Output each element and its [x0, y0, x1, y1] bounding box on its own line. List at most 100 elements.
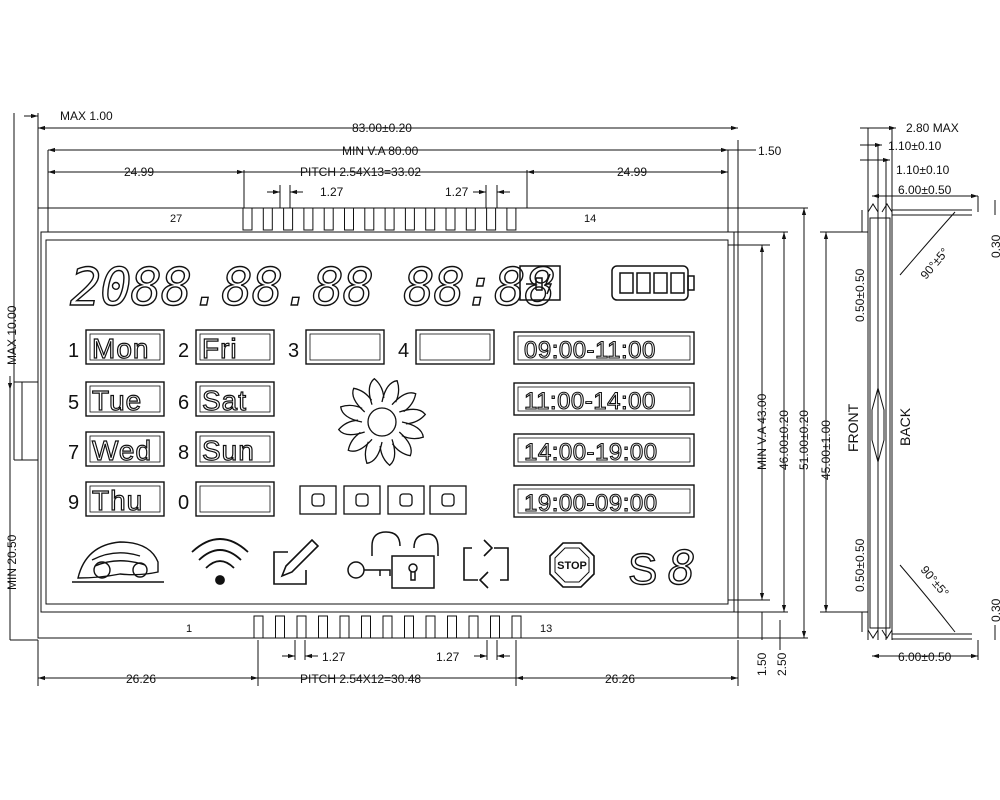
refresh-icon	[463, 539, 509, 589]
bottom-pin	[404, 615, 414, 639]
dim-right-2626: 26.26	[605, 672, 635, 686]
time-label: 09:00-11:00	[524, 337, 656, 364]
day-number: 3	[288, 340, 299, 362]
indicator-squares	[299, 485, 467, 515]
top-pin	[384, 207, 395, 231]
bottom-pin	[339, 615, 350, 639]
day-frame	[85, 329, 165, 365]
day-cell: 3	[288, 329, 385, 365]
day-frame-inner	[199, 333, 271, 361]
dim-right-2499: 24.99	[617, 165, 647, 179]
day-frame	[195, 481, 275, 517]
top-pin	[262, 207, 273, 231]
bottom-pin	[361, 615, 371, 639]
bottom-pin	[275, 615, 285, 639]
top-pin	[445, 207, 456, 231]
fan-blade	[337, 419, 365, 436]
day-frame	[195, 381, 275, 417]
day-number: 4	[398, 340, 409, 362]
day-label: Sat	[202, 385, 247, 416]
day-number: 9	[68, 492, 79, 514]
wifi-icon	[191, 538, 249, 585]
mower-icon	[72, 541, 164, 583]
pin-label-14: 14	[584, 213, 596, 225]
day-cell: 4	[398, 329, 495, 365]
dim-max-1: MAX 1.00	[60, 109, 113, 123]
dim-pin-127-d: 1.27	[436, 650, 460, 664]
day-frame	[85, 381, 165, 417]
stop-label: STOP	[557, 560, 587, 572]
plug-charge-icon	[519, 265, 561, 301]
day-frame	[195, 431, 275, 467]
day-label: Wed	[92, 435, 152, 466]
fan-blade	[391, 431, 412, 457]
dim-side-110-b: 1.10±0.10	[896, 163, 950, 177]
bottom-pin	[468, 615, 479, 639]
fan-blade	[339, 404, 363, 423]
fan-blade	[368, 377, 385, 405]
time-frame	[513, 331, 695, 365]
dim-side-110-a: 1.10±0.10	[888, 139, 942, 153]
fan-blade	[399, 408, 427, 425]
dim-min-2050: MIN 20.50	[5, 534, 19, 590]
bottom-pin	[511, 615, 522, 639]
bottom-pin	[382, 615, 393, 639]
bottom-pin	[490, 615, 500, 639]
day-number: 2	[178, 340, 189, 362]
dim-height-51: 51.00±0.20	[797, 410, 811, 470]
time-slot: 11:00-14:00	[513, 382, 695, 416]
day-frame-inner	[199, 485, 271, 513]
top-pin	[364, 207, 375, 231]
time-slots: 09:00-11:0011:00-14:0014:00-19:0019:00-0…	[513, 331, 695, 518]
time-frame-inner	[517, 488, 691, 514]
day-number: 0	[178, 492, 189, 514]
dim-overall-width: 83.00±0.20	[352, 121, 412, 135]
top-pin	[404, 207, 415, 231]
fan-blade	[391, 392, 417, 413]
dim-side-050-bot: 0.50±0.50	[853, 538, 867, 592]
dim-side-600-top: 6.00±0.50	[898, 183, 952, 197]
dim-left-2499: 24.99	[124, 165, 154, 179]
dim-pitch-bottom: PITCH 2.54X12=30.48	[300, 672, 421, 686]
day-number: 5	[68, 392, 79, 414]
s-letter: S	[628, 545, 657, 594]
dim-min-va-height: MIN V.A 43.00	[755, 393, 769, 470]
bottom-pin	[296, 615, 307, 639]
top-pin	[323, 207, 334, 231]
day-number: 6	[178, 392, 189, 414]
battery-icon	[611, 265, 695, 301]
bottom-pins	[253, 615, 522, 639]
fan-blade	[381, 379, 400, 403]
dim-height-46: 46.00±0.20	[777, 410, 791, 470]
top-pin	[242, 207, 253, 231]
day-frame-inner	[89, 333, 161, 361]
dim-side-030-bot: 0.30	[989, 598, 1000, 622]
day-frame-inner	[419, 333, 491, 361]
fan-blade	[352, 387, 373, 413]
fan-blade	[347, 431, 373, 452]
dim-bottom-250: 2.50	[775, 652, 789, 676]
day-label: Sun	[202, 435, 255, 466]
time-slot: 19:00-09:00	[513, 484, 695, 518]
time-frame-inner	[517, 437, 691, 463]
day-frame	[195, 329, 275, 365]
time-slot: 09:00-11:00	[513, 331, 695, 365]
bottom-pin	[318, 615, 328, 639]
day-frame	[85, 431, 165, 467]
time-frame	[513, 433, 695, 467]
dim-pin-127-b: 1.27	[445, 185, 469, 199]
time-frame-inner	[517, 386, 691, 412]
day-label: Thu	[92, 485, 143, 516]
top-pin	[486, 207, 497, 231]
fan-blade	[401, 421, 425, 440]
fan-blade	[379, 439, 396, 467]
side-view-body	[869, 217, 891, 629]
day-label: Mon	[92, 333, 149, 364]
dim-right-150: 1.50	[758, 144, 782, 158]
top-pin	[344, 207, 354, 231]
dim-min-va-width: MIN V.A 80.00	[342, 144, 419, 158]
